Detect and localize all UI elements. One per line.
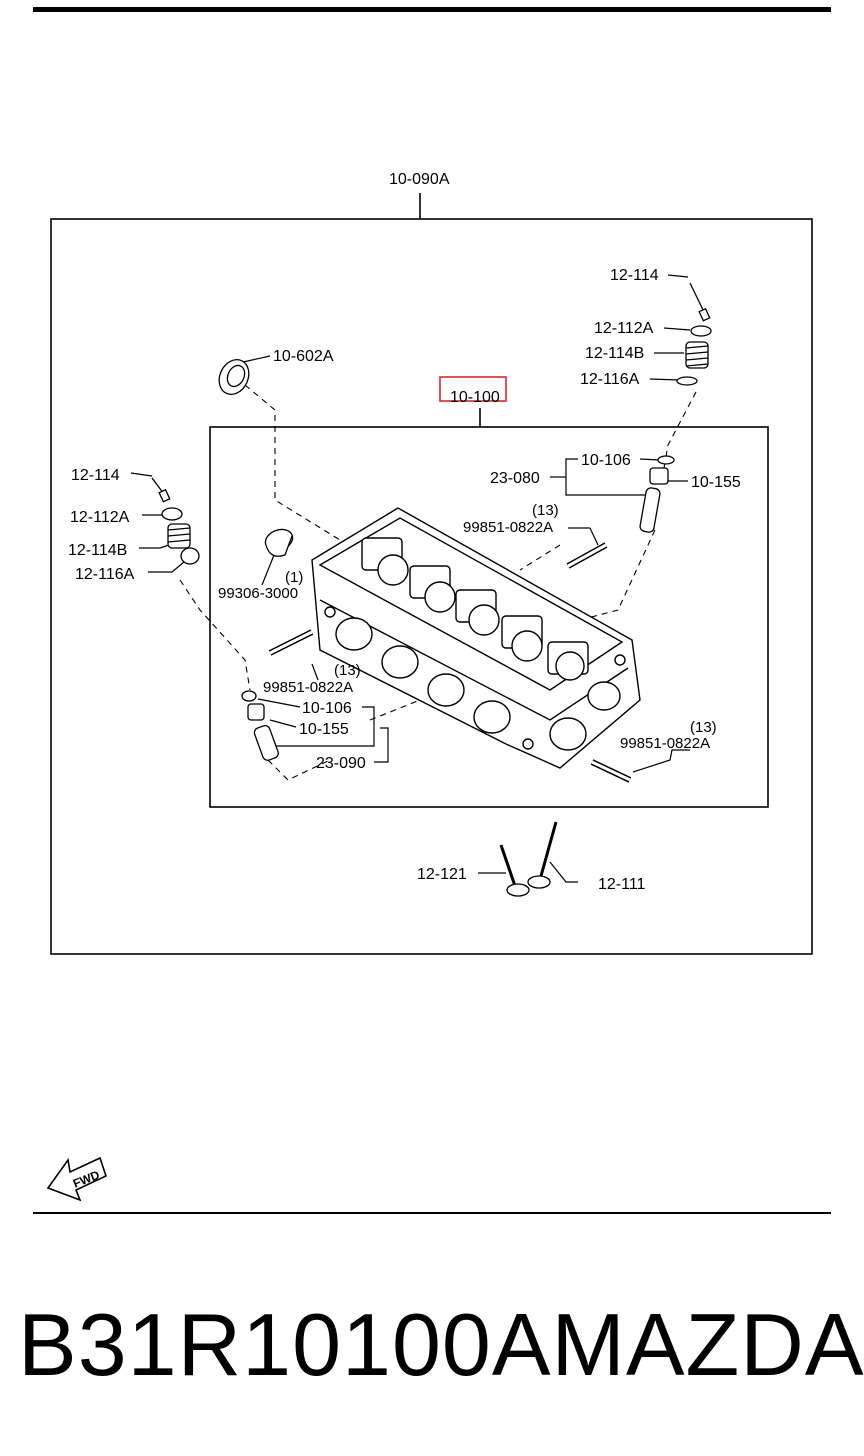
oil-seal-icon xyxy=(218,358,250,396)
label-cylinder-head: 10-100 xyxy=(450,389,500,406)
label-r-retainer: 12-112A xyxy=(594,320,654,337)
label-r-stud-qty: (13) xyxy=(532,502,559,519)
label-r-bolt: 12-114 xyxy=(610,267,659,284)
plug-icon xyxy=(264,528,294,557)
top-rule xyxy=(33,7,831,12)
label-l-stud: 99851-0822A xyxy=(263,679,353,696)
spring-icon-right xyxy=(685,341,709,369)
retainer-icon-left xyxy=(161,507,183,521)
label-r-seal: 10-106 xyxy=(581,452,631,469)
brand-name: MAZDA xyxy=(551,1295,864,1394)
exhaust-valve-icon xyxy=(527,821,558,889)
label-oil-seal: 10-602A xyxy=(273,348,334,365)
label-l-bolt: 12-114 xyxy=(71,467,120,484)
label-r-group: 23-080 xyxy=(490,470,540,487)
label-r-guide: 10-155 xyxy=(691,474,741,491)
label-l-seat: 12-116A xyxy=(75,566,135,583)
stud-icon-right xyxy=(566,542,608,569)
label-l-stud-qty: (13) xyxy=(334,662,361,679)
fwd-arrow-icon xyxy=(46,1156,107,1202)
spring-icon-left xyxy=(167,523,191,549)
part-number: B31R10100A xyxy=(18,1295,552,1394)
label-l-group: 23-090 xyxy=(316,755,366,772)
stud-icon-bottom-right xyxy=(590,759,632,783)
valve-guide-icon-right xyxy=(639,467,669,533)
label-br-stud: 99851-0822A xyxy=(620,735,710,752)
label-valve-in: 12-121 xyxy=(417,866,467,883)
label-plug: 99306-3000 xyxy=(218,585,298,602)
stud-icon-left xyxy=(268,629,314,656)
label-assembly: 10-090A xyxy=(389,171,450,188)
valve-guide-icon-left xyxy=(247,703,279,761)
spring-seat-icon-left xyxy=(180,547,200,565)
label-r-seat: 12-116A xyxy=(580,371,640,388)
label-br-stud-qty: (13) xyxy=(690,719,717,736)
label-l-retainer: 12-112A xyxy=(70,509,130,526)
retainer-icon-right xyxy=(690,325,712,337)
label-plug-qty: (1) xyxy=(285,569,303,586)
label-l-spring: 12-114B xyxy=(68,542,127,559)
cylinder-head-drawing xyxy=(311,507,641,769)
intake-valve-icon xyxy=(499,844,530,897)
highlight-box xyxy=(439,376,507,402)
label-l-seal: 10-106 xyxy=(302,700,352,717)
label-r-spring: 12-114B xyxy=(585,345,644,362)
valve-seal-icon-right xyxy=(657,455,675,465)
label-r-stud: 99851-0822A xyxy=(463,519,553,536)
cylinder-head-frame xyxy=(209,426,769,808)
spring-seat-icon-right xyxy=(676,376,698,386)
valve-keeper-icon-left xyxy=(151,477,171,503)
valve-seal-icon-left xyxy=(241,690,257,702)
bottom-rule xyxy=(33,1212,831,1214)
label-valve-ex: 12-111 xyxy=(598,876,646,893)
assembly-frame xyxy=(50,218,813,955)
part-caption: B31R10100A MAZDA xyxy=(18,1290,864,1400)
valve-keeper-icon-right xyxy=(689,282,711,322)
label-l-guide: 10-155 xyxy=(299,721,349,738)
